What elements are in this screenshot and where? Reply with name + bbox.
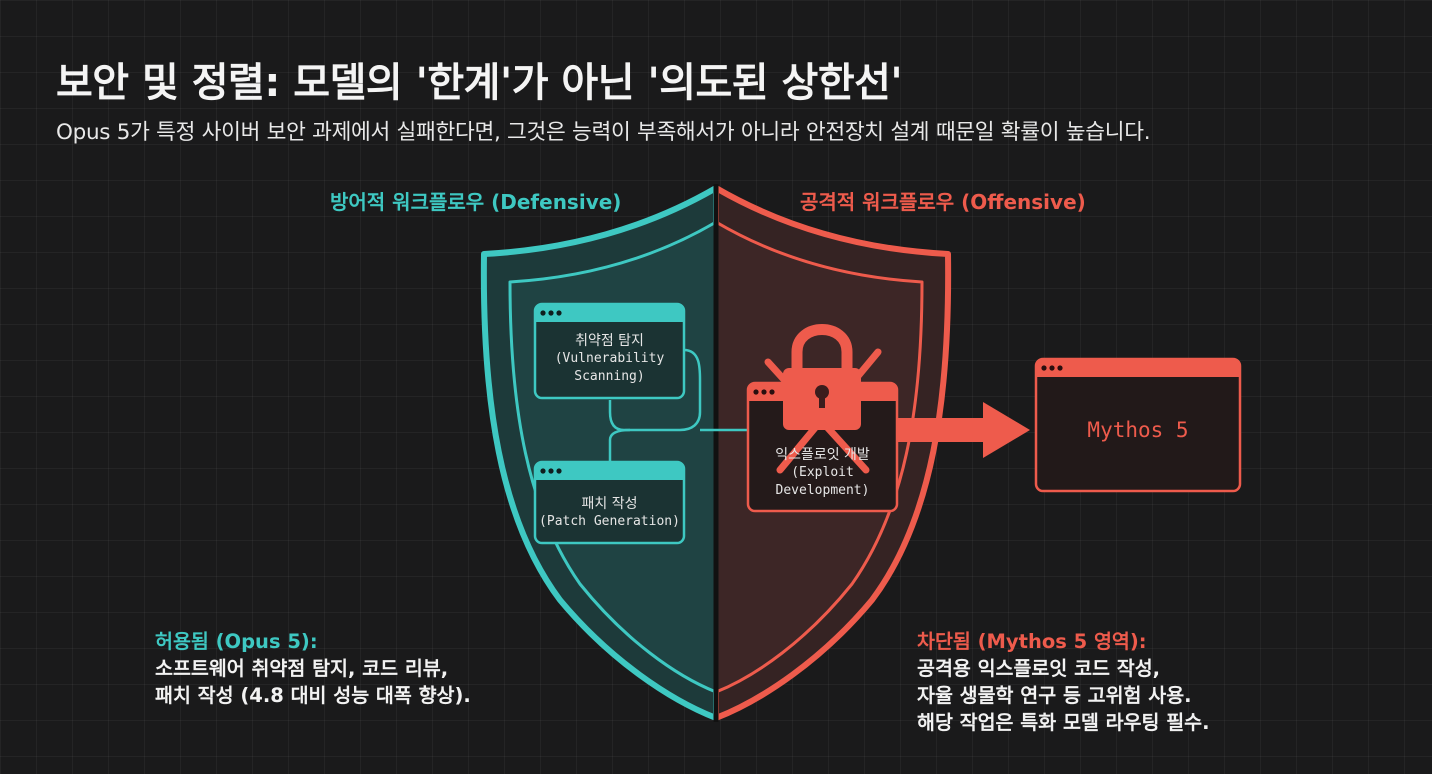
defensive-caption-line: 패치 작성 (4.8 대비 성능 대폭 향상). — [155, 684, 471, 707]
offensive-caption-line: 자율 생물학 연구 등 고위험 사용. — [917, 684, 1192, 707]
exploit-development-text: 익스플로잇 개발 (Exploit Development) — [748, 446, 897, 500]
exploit-subtitle-2: Development) — [775, 483, 870, 498]
window-dot-icon — [1057, 365, 1063, 371]
defensive-label: 방어적 워크플로우 (Defensive) — [330, 190, 622, 214]
connector-lines — [608, 348, 748, 462]
window-dot-icon — [548, 310, 554, 316]
box2-subtitle: (Patch Generation) — [539, 514, 680, 529]
window-dot-icon — [1041, 365, 1047, 371]
window-dot-icon — [769, 389, 775, 395]
exploit-subtitle-1: (Exploit — [791, 465, 854, 480]
box1-title: 취약점 탐지 — [575, 333, 644, 349]
box1-subtitle-2: Scanning) — [574, 369, 645, 384]
offensive-caption-head: 차단됨 (Mythos 5 영역): — [917, 630, 1147, 653]
defensive-caption-head: 허용됨 (Opus 5): — [155, 630, 318, 653]
blocked-cross-icon — [764, 348, 882, 474]
shield-left-half — [480, 185, 716, 721]
page-subtitle: Opus 5가 특정 사이버 보안 과제에서 실패한다면, 그것은 능력이 부족… — [56, 120, 1151, 145]
box1-subtitle-1: (Vulnerability — [554, 351, 665, 366]
window-dot-icon — [1049, 365, 1055, 371]
page-title: 보안 및 정렬: 모델의 '한계'가 아닌 '의도된 상한선' — [56, 60, 903, 106]
offensive-label: 공격적 워크플로우 (Offensive) — [800, 190, 1086, 214]
arrow-right-icon — [897, 402, 1030, 458]
mythos-label: Mythos 5 — [1087, 418, 1189, 442]
offensive-caption-line: 공격용 익스플로잇 코드 작성, — [917, 657, 1161, 680]
defensive-caption: 허용됨 (Opus 5): 소프트웨어 취약점 탐지, 코드 리뷰, 패치 작성… — [155, 628, 471, 709]
window-dot-icon — [556, 468, 562, 474]
window-dot-icon — [540, 468, 546, 474]
exploit-title: 익스플로잇 개발 — [775, 447, 870, 463]
box2-title: 패치 작성 — [581, 496, 638, 512]
lock-icon — [783, 324, 861, 430]
window-dot-icon — [540, 310, 546, 316]
window-dot-icon — [761, 389, 767, 395]
offensive-caption: 차단됨 (Mythos 5 영역): 공격용 익스플로잇 코드 작성, 자율 생… — [917, 628, 1210, 736]
defensive-caption-line: 소프트웨어 취약점 탐지, 코드 리뷰, — [155, 657, 449, 680]
patch-generation-box — [533, 460, 686, 545]
vulnerability-scanning-text: 취약점 탐지 (Vulnerability Scanning) — [535, 332, 684, 386]
offensive-caption-line: 해당 작업은 특화 모델 라우팅 필수. — [917, 711, 1210, 734]
window-dot-icon — [548, 468, 554, 474]
window-dot-icon — [753, 389, 759, 395]
patch-generation-text: 패치 작성 (Patch Generation) — [535, 495, 684, 531]
vulnerability-scanning-box — [533, 302, 686, 400]
window-dot-icon — [556, 310, 562, 316]
mythos-window — [1034, 357, 1242, 493]
